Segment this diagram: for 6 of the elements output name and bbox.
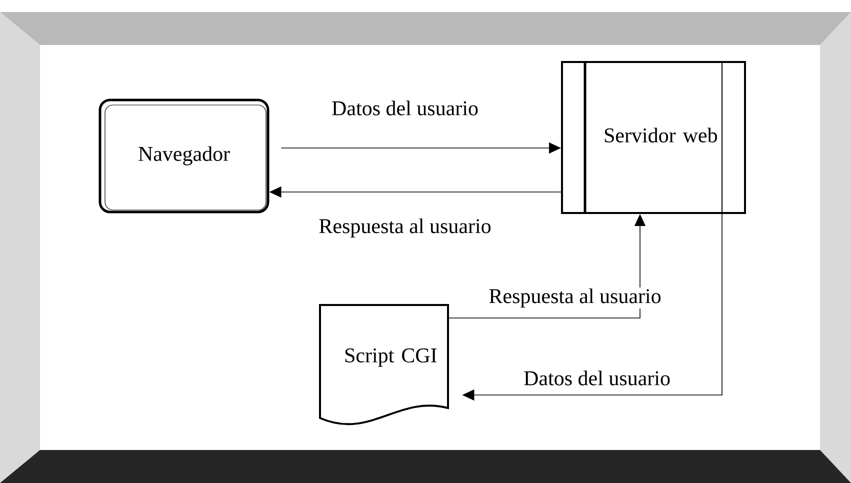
edge-label: Respuesta al usuario (488, 287, 662, 309)
edge-label: Datos del usuario (522, 370, 672, 386)
edge-label: Respuesta al usuario (318, 217, 492, 239)
server-box: Servidor web (561, 61, 746, 214)
edge-label: Datos del usuario (330, 100, 480, 116)
process-box: Navegador (98, 98, 270, 214)
